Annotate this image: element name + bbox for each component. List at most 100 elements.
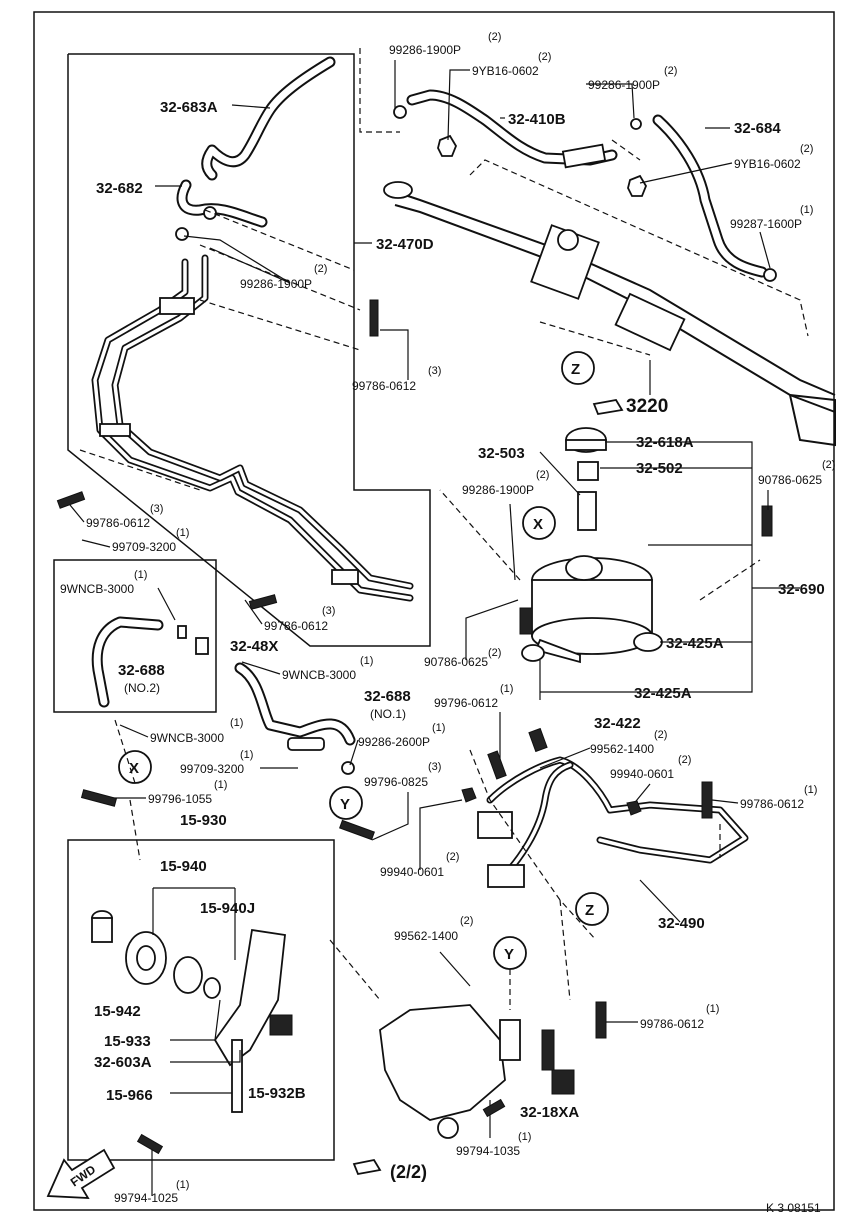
qty: (1) bbox=[230, 717, 243, 729]
label-99796-0612: 99796-0612 bbox=[434, 696, 498, 710]
label-32-470D: 32-470D bbox=[376, 236, 434, 253]
label-99786-0612-d: 99786-0612 bbox=[740, 797, 804, 811]
label-15-940: 15-940 bbox=[160, 858, 207, 875]
qty: (1) bbox=[360, 655, 373, 667]
label-99786-0612-c: 99786-0612 bbox=[264, 619, 328, 633]
part-labels: 32-683A 32-682 32-470D 32-410B 32-684 32… bbox=[68, 99, 825, 1189]
label-15-930: 15-930 bbox=[180, 812, 227, 829]
qty: (1) bbox=[432, 722, 445, 734]
label-32-688-no2: 32-688 bbox=[118, 662, 165, 679]
label-99709-3200-b: 99709-3200 bbox=[180, 762, 244, 776]
label-99786-0612-a: 99786-0612 bbox=[352, 379, 416, 393]
callout-z-right bbox=[575, 892, 609, 926]
callout-letter: Y bbox=[340, 796, 350, 813]
label-32-490: 32-490 bbox=[658, 915, 705, 932]
callout-z-top bbox=[561, 351, 595, 385]
qty: (2) bbox=[538, 51, 551, 63]
label-90786-0625-b: 90786-0625 bbox=[424, 655, 488, 669]
label-32-422: 32-422 bbox=[594, 715, 641, 732]
label-32-688-no1: 32-688 bbox=[364, 688, 411, 705]
qty: (1) bbox=[214, 779, 227, 791]
label-32-618A: 32-618A bbox=[636, 434, 694, 451]
qty: (1) bbox=[800, 204, 813, 216]
qty: (2) bbox=[314, 263, 327, 275]
part-number-labels: 99286-1900P 9YB16-0602 99286-1900P 9YB16… bbox=[60, 43, 822, 1205]
label-99786-0612-b: 99786-0612 bbox=[86, 516, 150, 530]
label-32-502: 32-502 bbox=[636, 460, 683, 477]
label-99286-1900P-a: 99286-1900P bbox=[389, 43, 461, 57]
qty: (1) bbox=[500, 683, 513, 695]
diagram-code: K 3 08151 bbox=[766, 1201, 821, 1214]
label-99562-1400-b: 99562-1400 bbox=[394, 929, 458, 943]
label-99709-3200-a: 99709-3200 bbox=[112, 540, 176, 554]
qty: (3) bbox=[428, 761, 441, 773]
qty: (2) bbox=[822, 459, 835, 471]
label-32-48X: 32-48X bbox=[230, 638, 278, 655]
pipe-assembly-panel bbox=[67, 53, 431, 647]
qty: (2) bbox=[654, 729, 667, 741]
pump-lines bbox=[469, 749, 749, 941]
label-99796-0825: 99796-0825 bbox=[364, 775, 428, 789]
qty: (3) bbox=[322, 605, 335, 617]
label-99562-1400-a: 99562-1400 bbox=[590, 742, 654, 756]
label-15-966: 15-966 bbox=[106, 1087, 153, 1104]
qty: (3) bbox=[150, 503, 163, 515]
callout-letter: Y bbox=[504, 946, 514, 963]
diagram-border bbox=[33, 11, 835, 1211]
label-9YB16-0602-b: 9YB16-0602 bbox=[734, 157, 801, 171]
callout-letter: Z bbox=[585, 902, 594, 919]
label-3220: 3220 bbox=[626, 396, 668, 417]
label-32-683A: 32-683A bbox=[160, 99, 218, 116]
reservoir-assembly bbox=[439, 427, 773, 664]
qty: (2) bbox=[460, 915, 473, 927]
label-15-940J: 15-940J bbox=[200, 900, 255, 917]
reference-hands bbox=[352, 399, 624, 1176]
callout-letters: Z X X Y Z Y bbox=[129, 361, 594, 963]
label-9WNCB-3000-b: 9WNCB-3000 bbox=[282, 668, 356, 682]
qty: (2) bbox=[488, 31, 501, 43]
label-32-684: 32-684 bbox=[734, 120, 781, 137]
fasteners bbox=[56, 299, 713, 1155]
qty: (2) bbox=[446, 851, 459, 863]
qty: (1) bbox=[804, 784, 817, 796]
reservoir-leaders bbox=[539, 441, 800, 693]
label-9WNCB-3000-a: 9WNCB-3000 bbox=[60, 582, 134, 596]
label-99940-0601-b: 99940-0601 bbox=[380, 865, 444, 879]
label-9YB16-0602-a: 9YB16-0602 bbox=[472, 64, 539, 78]
label-32-18XA: 32-18XA bbox=[520, 1104, 579, 1121]
callout-letter: Z bbox=[571, 361, 580, 378]
label-32-603A: 32-603A bbox=[94, 1054, 152, 1071]
callouts bbox=[114, 351, 651, 1010]
qty: (2) bbox=[488, 647, 501, 659]
steering-gear bbox=[383, 159, 836, 447]
qty: (1) bbox=[240, 749, 253, 761]
label-99286-1900P-b: 99286-1900P bbox=[588, 78, 660, 92]
label-32-503: 32-503 bbox=[478, 445, 525, 462]
label-99796-1055: 99796-1055 bbox=[148, 792, 212, 806]
label-99286-1900P-d: 99286-1900P bbox=[462, 483, 534, 497]
label-99794-1025: 99794-1025 bbox=[114, 1191, 178, 1205]
power-steering-pump bbox=[129, 799, 571, 1139]
qty: (1) bbox=[134, 569, 147, 581]
label-99286-1900P-c: 99286-1900P bbox=[240, 277, 312, 291]
label-15-932B: 15-932B bbox=[248, 1085, 306, 1102]
callout-x-reservoir bbox=[522, 506, 556, 540]
label-9WNCB-3000-c: 9WNCB-3000 bbox=[150, 731, 224, 745]
callout-y-left bbox=[329, 786, 363, 820]
pulley-bracket-box bbox=[67, 839, 335, 1161]
qty: (3) bbox=[428, 365, 441, 377]
label-99786-0612-e: 99786-0612 bbox=[640, 1017, 704, 1031]
label-15-933: 15-933 bbox=[104, 1033, 151, 1050]
label-no2: (NO.2) bbox=[124, 681, 160, 695]
qty: (1) bbox=[176, 527, 189, 539]
label-99286-2600P: 99286-2600P bbox=[358, 735, 430, 749]
forward-arrow bbox=[46, 1148, 116, 1199]
label-32-410B: 32-410B bbox=[508, 111, 566, 128]
callout-letter: X bbox=[533, 516, 543, 533]
hose-kit-box bbox=[53, 559, 217, 713]
label-99940-0601-a: 99940-0601 bbox=[610, 767, 674, 781]
label-99794-1035: 99794-1035 bbox=[456, 1144, 520, 1158]
qty: (1) bbox=[176, 1179, 189, 1191]
pressure-hoses-top bbox=[359, 48, 777, 282]
